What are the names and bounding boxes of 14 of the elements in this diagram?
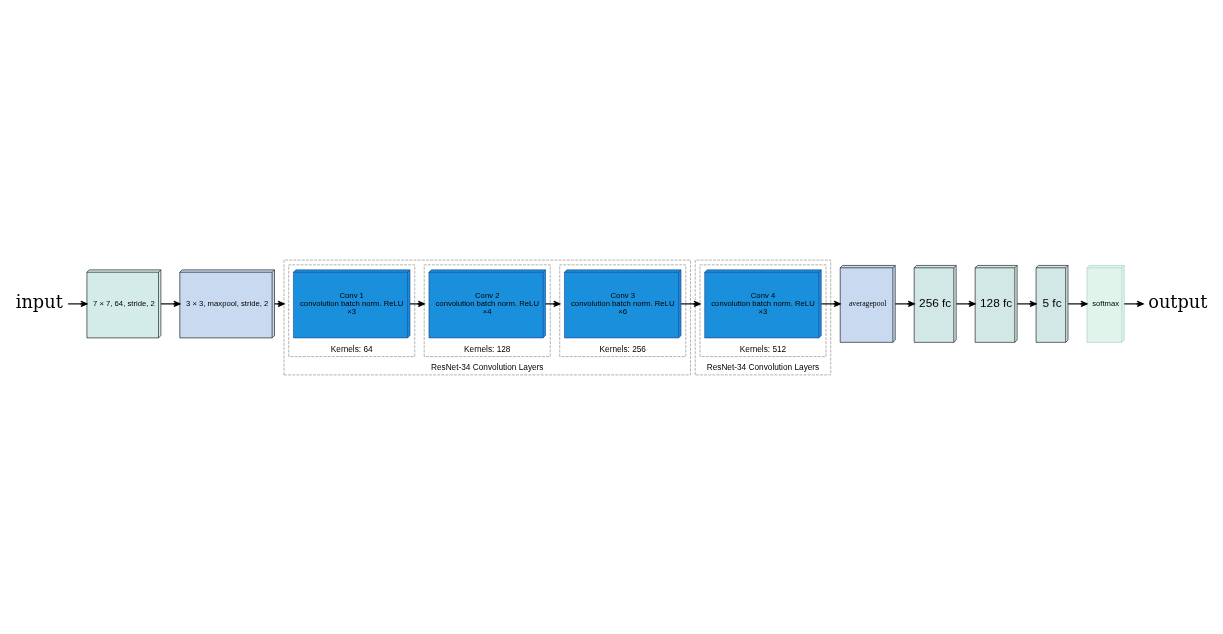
arrow [680,300,701,307]
arrow [274,300,285,307]
arrow [545,300,561,307]
arrow [1123,300,1144,307]
arrow [820,300,841,307]
arrow [160,300,181,307]
arrow [409,300,425,307]
node-text: input [15,291,63,312]
arrow [1016,300,1037,307]
arrow [67,300,88,307]
arrow [1067,300,1088,307]
arrow [894,300,915,307]
arrow [955,300,976,307]
node-text: output [1148,291,1208,312]
